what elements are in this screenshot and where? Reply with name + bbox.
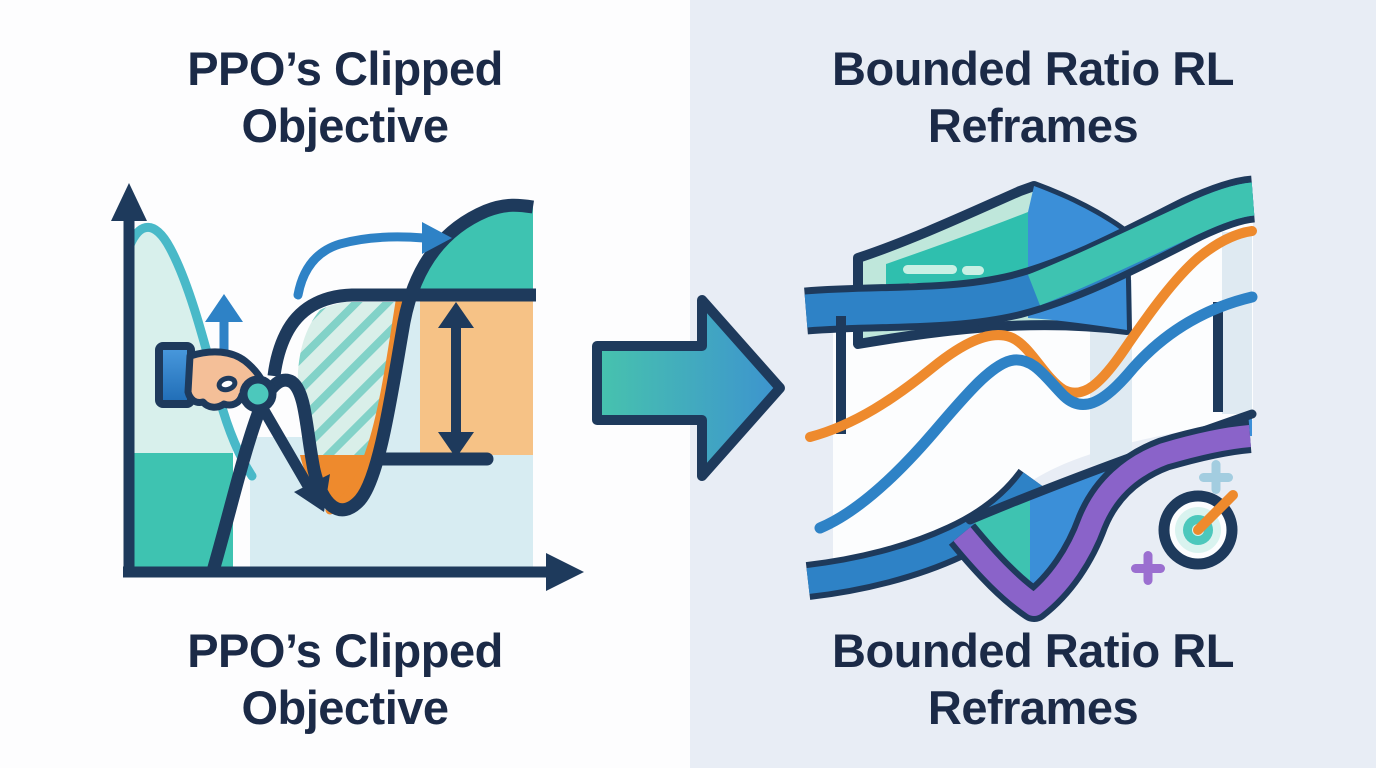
right-title-top: Bounded Ratio RL Reframes xyxy=(832,42,1234,152)
target-with-pointer-icon xyxy=(1158,490,1238,570)
y-axis-arrow xyxy=(111,183,147,577)
progress-right-arrow xyxy=(293,222,452,300)
transition-arrow xyxy=(592,295,785,481)
range-double-arrow xyxy=(438,302,474,458)
ppo-clipped-chart xyxy=(111,183,584,591)
teal-cap xyxy=(413,205,533,295)
pull-down-arrow xyxy=(259,406,330,512)
hatched-clipped-region xyxy=(297,302,398,455)
shield-bottom-teal-facet xyxy=(972,495,1030,590)
sparkle-plus-blue-icon xyxy=(1199,460,1233,494)
shield-bottom-purple-band xyxy=(953,425,1252,616)
pinch-gap xyxy=(216,375,238,393)
curve-grab-point xyxy=(239,375,277,413)
shield-bottom xyxy=(948,409,1257,622)
policy-ratio-s-curve xyxy=(206,198,534,573)
left-title-top: PPO’s Clipped Objective xyxy=(187,42,503,152)
white-panel xyxy=(833,196,1253,574)
ratio-curve-blue xyxy=(814,291,1258,534)
right-caption-bottom: Bounded Ratio RL Reframes xyxy=(832,624,1234,734)
unclipped-orange-curve xyxy=(325,297,405,515)
clip-range-band xyxy=(420,295,533,455)
card-text-dash xyxy=(962,266,984,275)
upper-bound-band xyxy=(804,175,1256,335)
card-text-line-1 xyxy=(903,265,957,274)
old-policy-bump-curve xyxy=(125,223,257,481)
shade-strip-right xyxy=(1222,232,1252,414)
left-caption-bottom: PPO’s Clipped Objective xyxy=(187,624,503,734)
sparkle-plus-purple-icon xyxy=(1131,551,1165,585)
shield-bottom-blue-facet xyxy=(972,416,1252,596)
clip-plateau-line xyxy=(267,288,536,377)
hand-pinching-curve xyxy=(155,342,330,512)
x-axis-arrow xyxy=(123,553,584,591)
bounded-ratio-illustration xyxy=(804,175,1258,622)
